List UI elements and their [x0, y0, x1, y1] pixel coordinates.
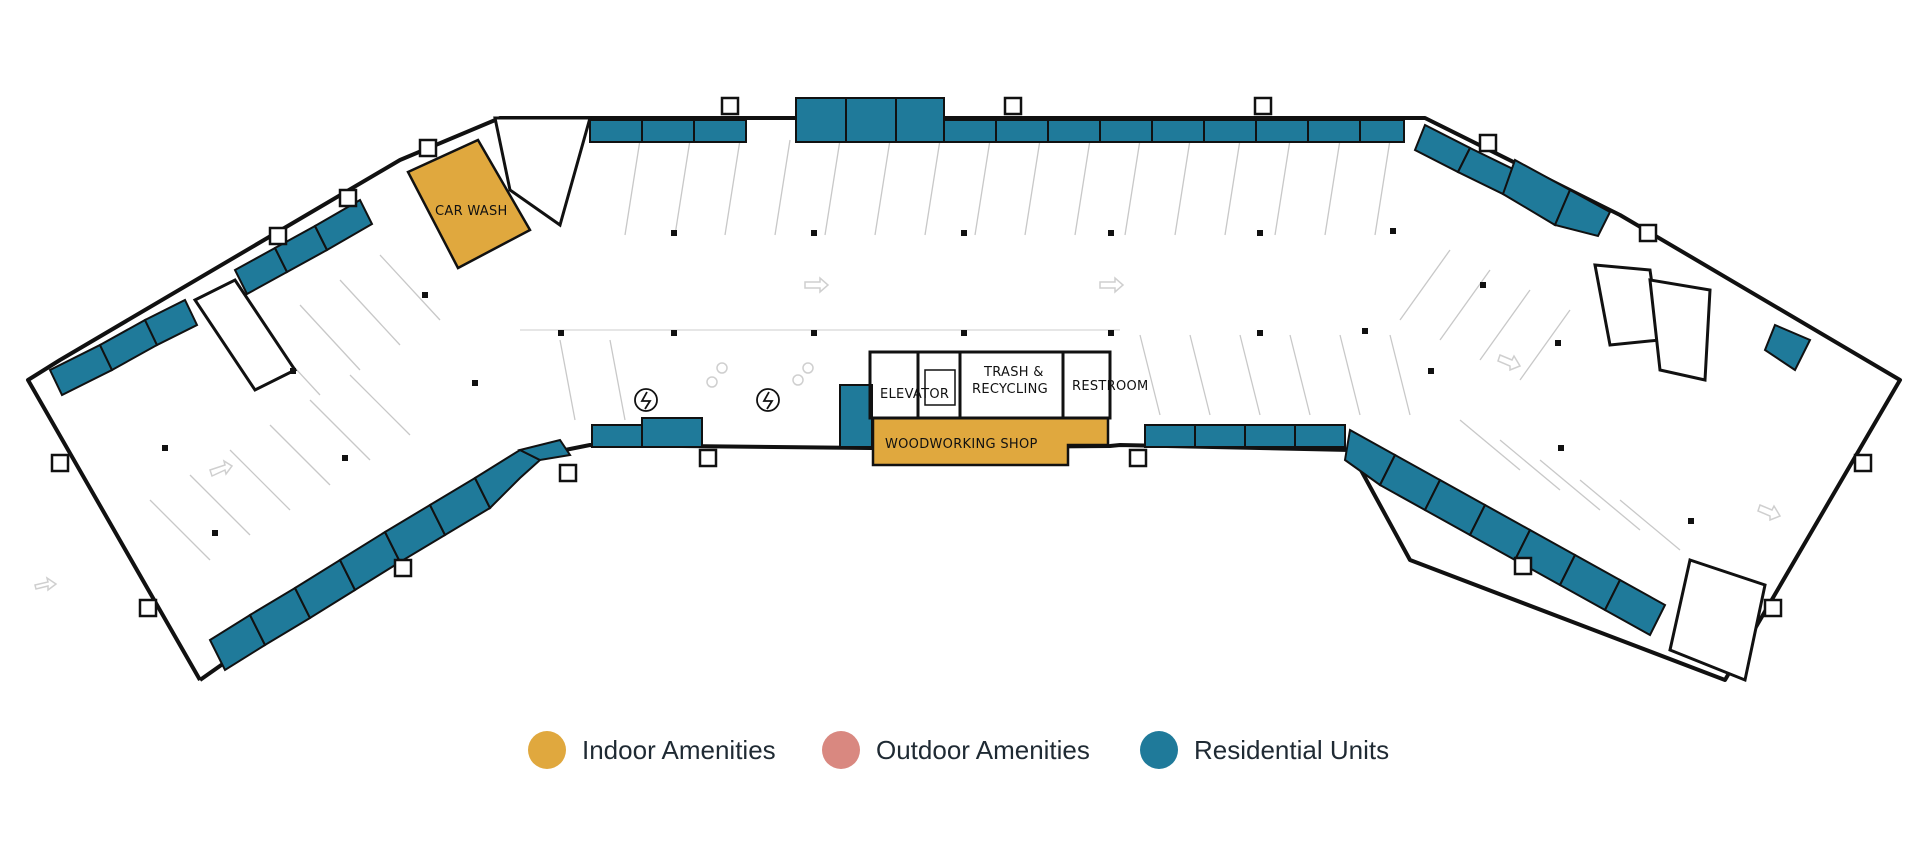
bicycle-icon — [706, 362, 814, 388]
residential-units-swatch — [1140, 731, 1178, 769]
trash-label-line1: TRASH & — [983, 365, 1044, 380]
column-dot — [290, 368, 296, 374]
column-dot — [961, 330, 967, 336]
elevator-label: ELEVATOR — [880, 387, 949, 402]
column-dot — [1558, 445, 1564, 451]
legend-label: Indoor Amenities — [582, 734, 776, 765]
column-dot — [671, 230, 677, 236]
columns — [162, 228, 1694, 536]
parking-stalls-left — [149, 254, 441, 561]
restroom-label: RESTROOM — [1072, 379, 1149, 394]
column-dot — [212, 530, 218, 536]
parking-stalls-top — [624, 139, 1391, 236]
legend-item-indoor: Indoor Amenities — [528, 730, 776, 770]
column-dot — [1480, 282, 1486, 288]
parking-stalls-middle — [520, 329, 1411, 421]
column-dot — [1688, 518, 1694, 524]
legend-item-outdoor: Outdoor Amenities — [822, 730, 1090, 770]
column-dot — [1108, 230, 1114, 236]
column-dot — [1390, 228, 1396, 234]
legend-label: Outdoor Amenities — [876, 734, 1090, 765]
legend: Indoor Amenities Outdoor Amenities Resid… — [0, 730, 1920, 770]
legend-item-residential: Residential Units — [1140, 730, 1389, 770]
column-dot — [162, 445, 168, 451]
column-dot — [1257, 230, 1263, 236]
exterior-piers — [50, 96, 1873, 618]
column-dot — [342, 455, 348, 461]
car-wash-area — [406, 138, 532, 270]
column-dot — [811, 230, 817, 236]
legend-label: Residential Units — [1194, 734, 1390, 765]
ev-charging-icon — [756, 388, 780, 412]
column-dot — [1555, 340, 1561, 346]
arrow-icon — [34, 276, 1782, 592]
residential-units — [48, 97, 1812, 672]
parking-stalls-right — [1399, 249, 1681, 551]
stair-cores — [192, 116, 1767, 683]
column-dot — [422, 292, 428, 298]
column-dot — [811, 330, 817, 336]
indoor-amenities — [406, 138, 1110, 467]
column-dot — [1257, 330, 1263, 336]
column-dot — [1108, 330, 1114, 336]
ev-charging-icon — [634, 388, 658, 412]
car-wash-label: CAR WASH — [435, 204, 508, 219]
trash-label-line2: RECYCLING — [972, 382, 1048, 397]
column-dot — [1428, 368, 1434, 374]
column-dot — [1362, 328, 1368, 334]
service-core — [868, 350, 1112, 420]
column-dot — [961, 230, 967, 236]
woodworking-shop-label: WOODWORKING SHOP — [885, 437, 1038, 452]
column-dot — [472, 380, 478, 386]
column-dot — [558, 330, 564, 336]
outdoor-amenities-swatch — [822, 731, 860, 769]
indoor-amenities-swatch — [528, 731, 566, 769]
column-dot — [671, 330, 677, 336]
